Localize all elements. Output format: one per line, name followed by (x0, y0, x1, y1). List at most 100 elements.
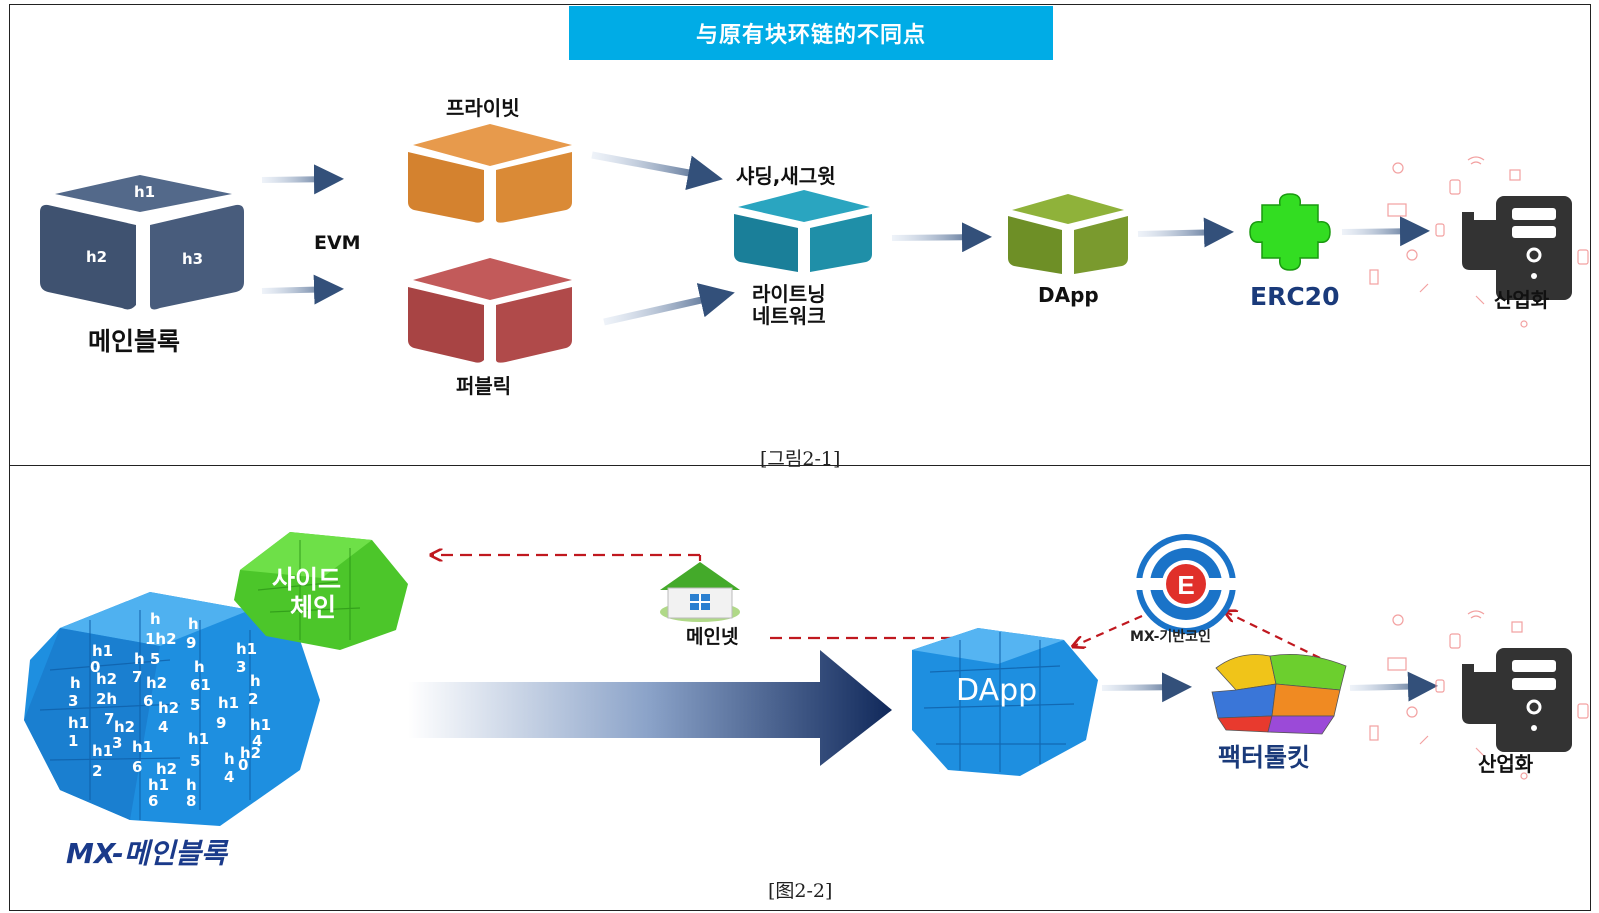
svg-text:2h: 2h (96, 690, 117, 708)
home-icon (660, 562, 740, 622)
arrow-to-industry (1341, 216, 1430, 247)
svg-text:61: 61 (190, 676, 211, 694)
lightning-label-line1: 라이트닝 (752, 282, 826, 306)
public-label: 퍼블릭 (456, 374, 512, 398)
public-cube (408, 258, 572, 363)
tech-scatter-icons (1369, 156, 1589, 328)
arrow-toolkit-to-industry (1349, 671, 1438, 702)
svg-text:5: 5 (190, 696, 200, 714)
svg-text:h: h (186, 776, 197, 794)
svg-text:h2: h2 (114, 718, 135, 736)
colorful-puzzle (1211, 654, 1347, 735)
sidechain-label-line1: 사이드 (272, 565, 342, 594)
svg-text:h1: h1 (68, 714, 89, 732)
section-divider (9, 465, 1591, 466)
svg-text:h1: h1 (250, 716, 271, 734)
svg-text:3: 3 (68, 692, 78, 710)
svg-text:h: h (150, 610, 161, 628)
svg-text:0: 0 (90, 658, 100, 676)
mx-main-block-label: MX-메인블록 (66, 837, 227, 870)
svg-text:1h2: 1h2 (145, 630, 177, 648)
svg-text:6: 6 (148, 792, 158, 810)
evm-label: EVM (314, 232, 361, 254)
svg-text:h: h (194, 658, 205, 676)
sidechain-label-line2: 체인 (290, 593, 337, 622)
coin-label: MX-기반코인 (1130, 629, 1211, 645)
svg-text:4: 4 (224, 768, 234, 786)
big-arrow (408, 650, 892, 766)
svg-text:6: 6 (143, 692, 153, 710)
sidechain-puzzle (234, 532, 408, 650)
title-banner: 与原有块环链的不同点 (569, 6, 1053, 60)
private-label: 프라이빗 (446, 96, 520, 120)
svg-text:8: 8 (186, 792, 196, 810)
svg-text:6: 6 (132, 758, 142, 776)
arrow-to-dapp (891, 222, 992, 253)
dapp-lattice-label: DApp (956, 673, 1038, 708)
svg-text:h1: h1 (218, 694, 239, 712)
main-block-face-h3: h3 (182, 250, 204, 268)
svg-text:h2: h2 (240, 744, 261, 762)
lightning-label-line2: 네트워크 (752, 304, 826, 328)
svg-text:h 5: h 5 (134, 650, 160, 668)
erc20-puzzle (1249, 193, 1331, 271)
main-block-face-h2: h2 (86, 248, 108, 266)
arrow-public-to-lightning (603, 283, 735, 326)
industry-label: 산업화 (1494, 288, 1550, 312)
svg-text:h1: h1 (132, 738, 153, 756)
svg-text:9: 9 (216, 714, 226, 732)
svg-text:4: 4 (252, 732, 262, 750)
svg-text:h2: h2 (158, 699, 179, 717)
arrow-evm-to-private (261, 164, 344, 195)
svg-text:7: 7 (104, 710, 114, 728)
svg-text:h1: h1 (92, 742, 113, 760)
svg-text:9: 9 (186, 634, 196, 652)
svg-text:h1: h1 (92, 642, 113, 660)
svg-text:h1: h1 (236, 640, 257, 658)
svg-text:h2: h2 (156, 760, 177, 778)
svg-text:1: 1 (68, 732, 78, 750)
svg-text:2: 2 (92, 762, 102, 780)
dapp-lattice (912, 628, 1098, 776)
svg-text:h: h (188, 615, 199, 633)
dapp-label: DApp (1038, 283, 1099, 307)
industry-label-2: 산업화 (1478, 752, 1534, 776)
svg-text:h: h (224, 750, 235, 768)
sharding-label: 샤딩,새그윗 (736, 164, 836, 188)
svg-text:0: 0 (238, 756, 248, 774)
svg-text:h1: h1 (148, 776, 169, 794)
mainnet-label: 메인넷 (686, 626, 739, 648)
diagram-frame (9, 4, 1591, 911)
svg-text:h: h (70, 674, 81, 692)
svg-text:7: 7 (132, 668, 142, 686)
svg-text:2: 2 (248, 690, 258, 708)
tech-scatter-icons-2 (1369, 610, 1589, 780)
svg-text:h2: h2 (96, 670, 117, 688)
dashed-arrow-toolkit-to-coin (1226, 612, 1321, 659)
svg-text:h2: h2 (146, 674, 167, 692)
dashed-arrow-coin-to-dapp (1074, 614, 1143, 646)
arrow-to-erc20 (1137, 217, 1234, 248)
private-cube (408, 124, 572, 223)
toolkit-label: 팩터툴킷 (1218, 743, 1311, 772)
computer-tower-icon-2 (1462, 648, 1572, 752)
sharding-cube (734, 190, 872, 272)
main-block-label: 메인블록 (88, 327, 181, 356)
main-block-cube (40, 175, 244, 310)
main-block-face-h1: h1 (134, 183, 156, 201)
arrow-dapp-to-toolkit (1101, 672, 1192, 703)
svg-text:h: h (250, 672, 261, 690)
figure1-caption: [그림2-1] (760, 448, 841, 470)
svg-text:5: 5 (190, 752, 200, 770)
mx-block-lattice: h1 h h 1h2 9 h1 0 h 5 h 3 h h2 7 h2 61 h… (24, 592, 320, 826)
coin-badge-letter: E (1177, 570, 1194, 600)
erc20-label: ERC20 (1250, 282, 1340, 311)
arrow-evm-to-public (261, 274, 344, 305)
figure2-caption: [图2-2] (768, 880, 833, 902)
svg-text:3: 3 (112, 734, 122, 752)
computer-tower-icon (1462, 196, 1572, 300)
svg-text:h1: h1 (188, 730, 209, 748)
arrow-private-to-sharding (591, 151, 723, 191)
dapp-cube (1008, 194, 1128, 274)
